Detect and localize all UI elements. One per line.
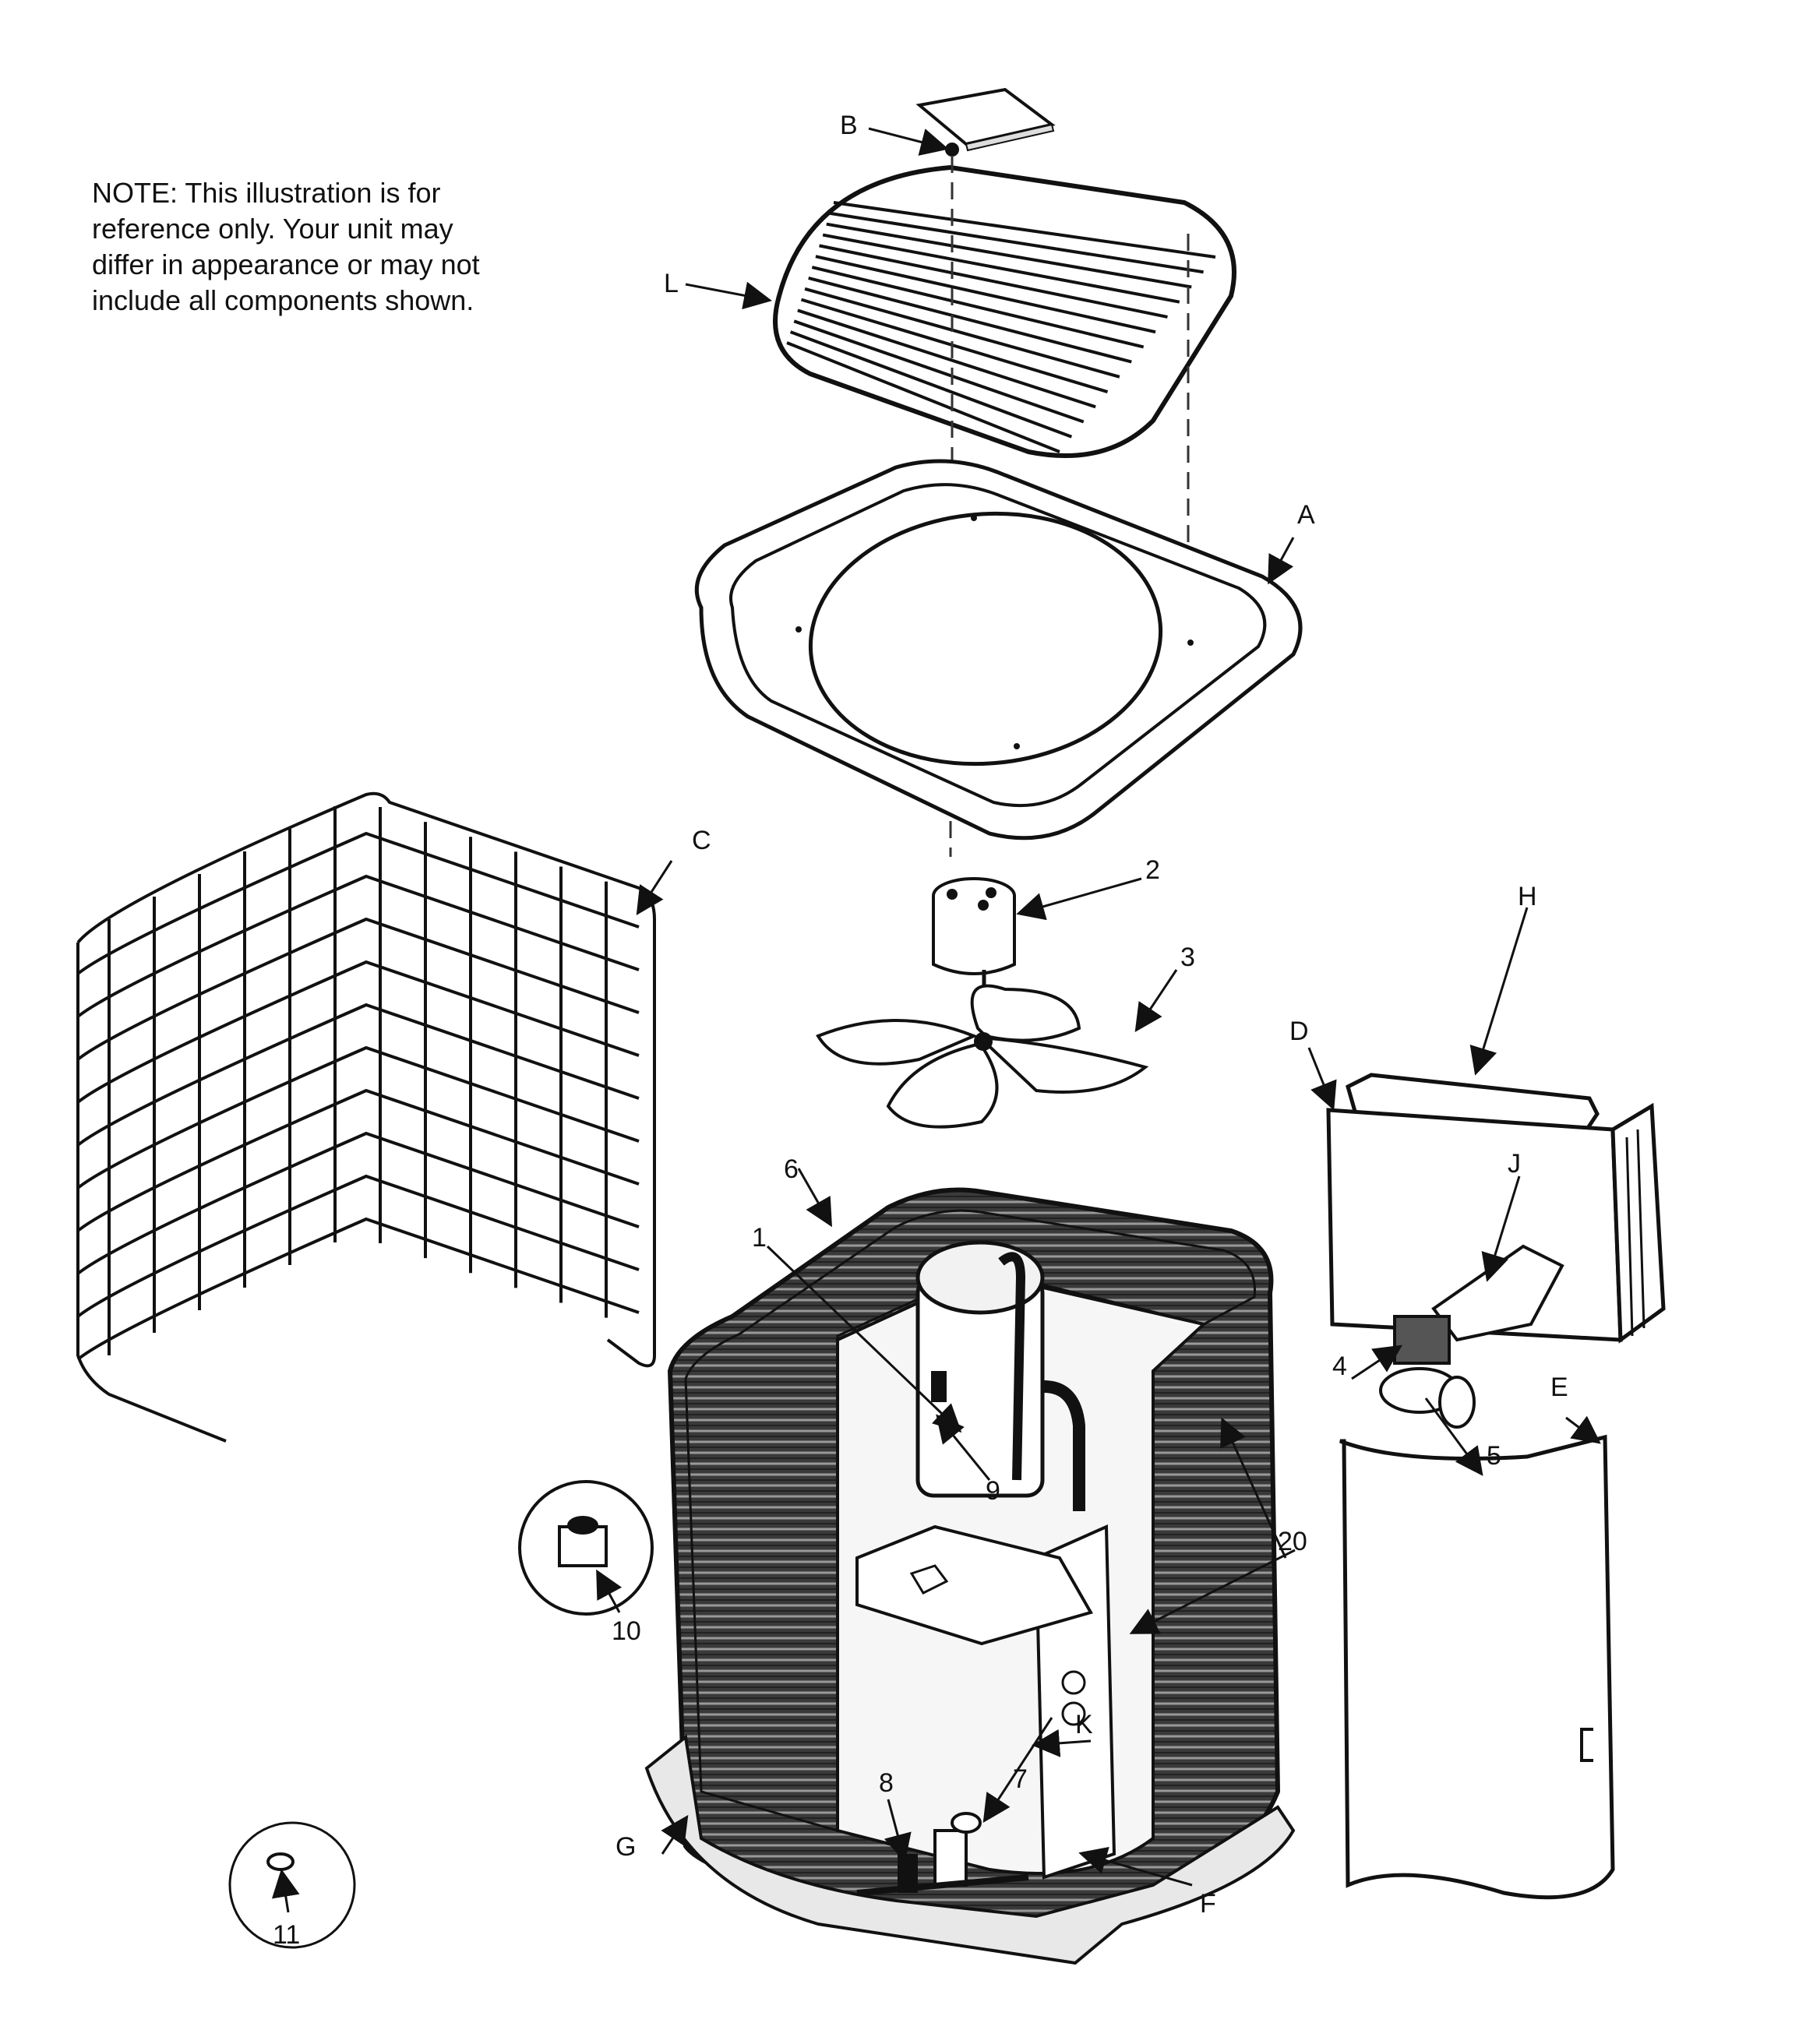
callout-l: L	[664, 269, 679, 298]
corner-panel-e	[1339, 1434, 1615, 1900]
note-line-2: reference only. Your unit may	[92, 213, 453, 245]
fan-motor	[932, 877, 1016, 1040]
callout-10: 10	[612, 1616, 641, 1646]
callout-2: 2	[1145, 855, 1160, 885]
callout-k: K	[1075, 1710, 1093, 1739]
callout-a: A	[1297, 500, 1315, 530]
callout-4: 4	[1332, 1352, 1347, 1381]
callout-11: 11	[273, 1920, 300, 1950]
nut-b	[945, 143, 959, 157]
callout-c: C	[692, 826, 711, 855]
callout-j: J	[1508, 1149, 1521, 1179]
callout-e: E	[1550, 1373, 1568, 1402]
fan-guard-grille	[773, 164, 1236, 458]
inset-10	[518, 1480, 654, 1616]
top-panel	[694, 459, 1303, 841]
callout-f: F	[1200, 1889, 1216, 1919]
top-cap	[915, 87, 1056, 152]
contactor-capacitor	[1379, 1315, 1476, 1429]
note-line-4: include all components shown.	[92, 284, 474, 316]
callout-h: H	[1518, 882, 1537, 911]
callout-9: 9	[986, 1476, 1000, 1506]
callout-g: G	[616, 1832, 636, 1862]
service-valves	[856, 1812, 1029, 1896]
reference-note: NOTE: This illustration is for reference…	[92, 175, 536, 319]
control-bracket	[855, 1524, 1094, 1646]
callout-6: 6	[784, 1154, 799, 1184]
callout-b: B	[840, 111, 858, 140]
callout-8: 8	[879, 1768, 894, 1798]
callout-7: 7	[1013, 1764, 1028, 1794]
note-line-3: differ in appearance or may not	[92, 248, 480, 280]
callout-3: 3	[1180, 943, 1195, 972]
note-line-1: NOTE: This illustration is for	[92, 177, 441, 209]
wire-guard	[76, 791, 656, 1443]
callout-1: 1	[752, 1223, 767, 1253]
callout-5: 5	[1487, 1441, 1501, 1471]
callout-d: D	[1289, 1017, 1309, 1046]
callout-20: 20	[1278, 1527, 1307, 1556]
fan-blade	[816, 984, 1149, 1129]
leader-lines	[271, 127, 1601, 1913]
callout-labels: B L A C 2 3 H D J 6 1 4 5 E 20 9 10 K 7 …	[273, 111, 1568, 1950]
